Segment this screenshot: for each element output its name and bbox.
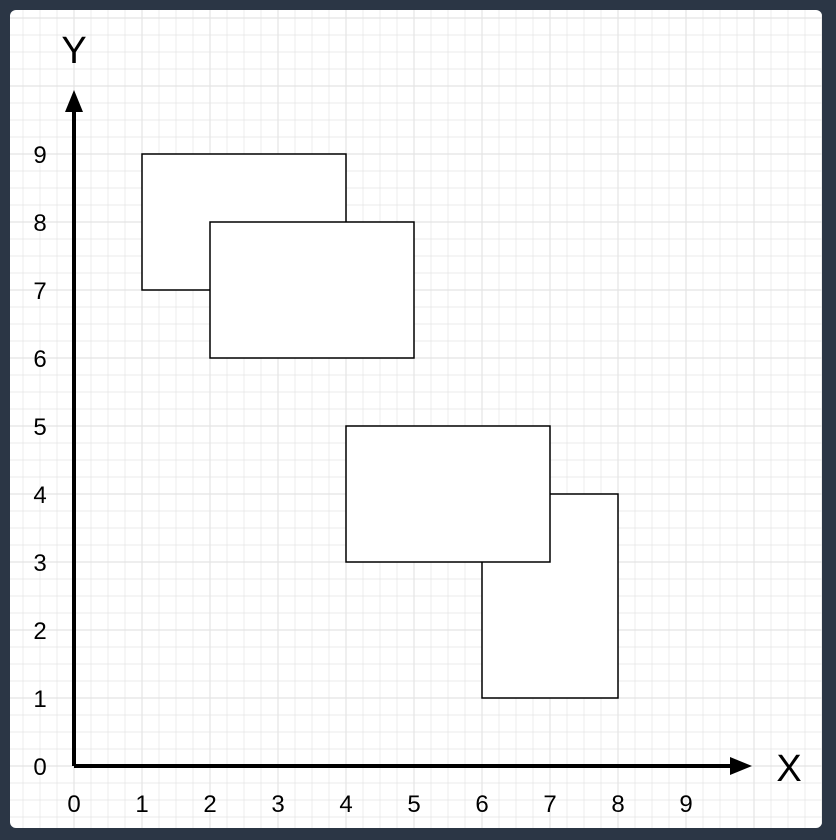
coordinate-plane: 0 1 2 3 4 5 6 7 8 9 0 1 2 3 4 5 6 7 8 9 Y X	[10, 10, 822, 828]
y-tick-label: 8	[33, 210, 46, 237]
y-tick-label: 1	[33, 686, 46, 713]
rect-c	[345, 425, 551, 563]
rectangles	[141, 153, 619, 699]
y-axis-arrowhead	[65, 90, 83, 112]
tick-labels: 0 1 2 3 4 5 6 7 8 9 0 1 2 3 4 5 6 7 8 9	[33, 142, 692, 818]
y-axis-title: Y	[61, 30, 86, 72]
x-tick-label: 4	[339, 791, 352, 818]
x-tick-label: 0	[67, 791, 80, 818]
grid	[10, 10, 822, 828]
x-tick-label: 8	[611, 791, 624, 818]
y-tick-label: 0	[33, 754, 46, 781]
x-tick-label: 6	[475, 791, 488, 818]
x-tick-label: 2	[203, 791, 216, 818]
rect-b	[209, 221, 415, 359]
y-tick-label: 4	[33, 482, 46, 509]
x-tick-label: 5	[407, 791, 420, 818]
axes	[65, 90, 752, 775]
diagram-frame: 0 1 2 3 4 5 6 7 8 9 0 1 2 3 4 5 6 7 8 9 Y X	[10, 10, 822, 828]
x-tick-label: 3	[271, 791, 284, 818]
y-tick-label: 3	[33, 550, 46, 577]
x-tick-label: 1	[135, 791, 148, 818]
x-axis-arrowhead	[730, 757, 752, 775]
y-tick-label: 5	[33, 414, 46, 441]
y-tick-label: 9	[33, 142, 46, 169]
x-tick-label: 9	[679, 791, 692, 818]
y-tick-label: 6	[33, 346, 46, 373]
y-tick-label: 2	[33, 618, 46, 645]
x-tick-label: 7	[543, 791, 556, 818]
y-tick-label: 7	[33, 278, 46, 305]
x-axis-title: X	[776, 748, 801, 790]
